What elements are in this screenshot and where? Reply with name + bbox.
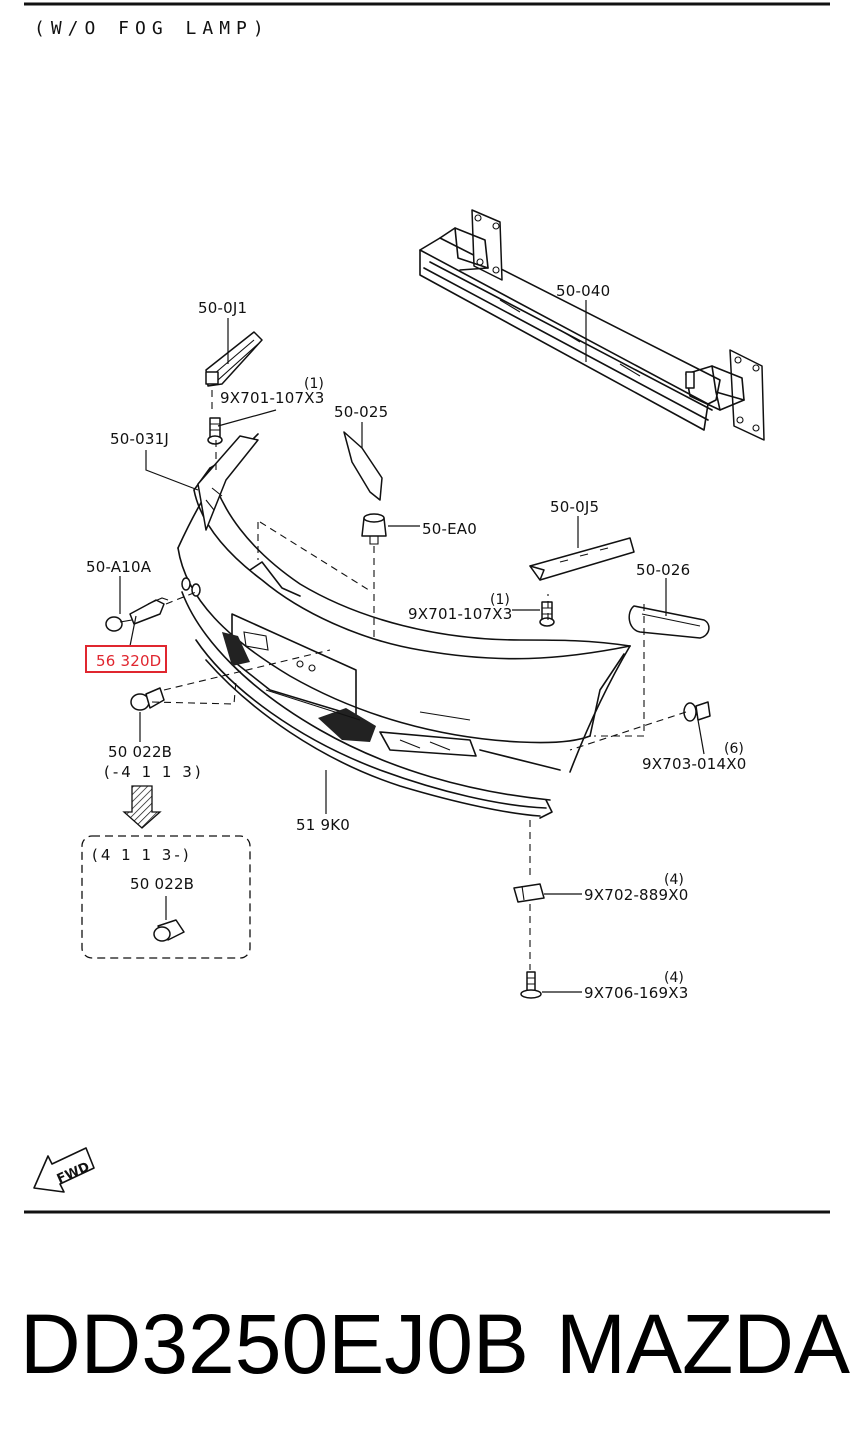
clip-50-A10A — [105, 597, 169, 632]
callout-50-0J5: 50-0J5 — [550, 498, 599, 516]
part-number: DD3250EJ0B — [20, 1297, 529, 1391]
variant-title: (W/O FOG LAMP) — [34, 18, 270, 39]
bumper-reinforcement — [419, 209, 765, 441]
grommet-50-EA0 — [361, 513, 387, 545]
clip-50-022B — [130, 687, 165, 711]
callout-50-026: 50-026 — [636, 561, 690, 579]
qty-9X703-014X0: (6) — [724, 741, 744, 757]
callout-50-022B: 50 022B — [108, 743, 172, 761]
callout-56-320D[interactable]: 56 320D — [96, 652, 161, 670]
bolt-9X701-upper — [207, 417, 223, 445]
qty-9X706-169X3: (4) — [664, 970, 684, 986]
brand-name: MAZDA — [556, 1297, 850, 1391]
callout-50-031J: 50-031J — [110, 430, 169, 448]
reflector-50-026 — [628, 605, 710, 639]
seal-50-025 — [343, 431, 383, 501]
footer: DD3250EJ0B MAZDA — [0, 1296, 864, 1406]
callout-9X706-169X3: 9X706-169X3 — [584, 984, 689, 1002]
callout-9X703-014X0: 9X703-014X0 — [642, 755, 747, 773]
qty-9X701-upper: (1) — [304, 376, 324, 392]
clip-9X703-014X0 — [683, 701, 711, 722]
inset-range: (4 1 1 3-) — [92, 846, 192, 864]
screw-9X706-169X3 — [520, 971, 542, 999]
inset-label: 50 022B — [130, 875, 194, 893]
qty-9X702-889X0: (4) — [664, 872, 684, 888]
callout-50-022B-range: (-4 1 1 3) — [104, 763, 204, 781]
callout-50-0J1: 50-0J1 — [198, 299, 247, 317]
bumper-fascia — [177, 433, 631, 819]
hatched-down-arrow-icon — [122, 785, 162, 829]
highlight-box — [85, 645, 167, 673]
callout-9X702-889X0: 9X702-889X0 — [584, 886, 689, 904]
callout-50-A10A: 50-A10A — [86, 558, 152, 576]
callout-50-040: 50-040 — [556, 282, 610, 300]
callout-50-025: 50-025 — [334, 403, 388, 421]
bracket-50-0J5 — [529, 537, 635, 581]
qty-9X701-middle: (1) — [490, 592, 510, 608]
nut-9X702-889X0 — [513, 883, 545, 903]
callout-51-9K0: 51 9K0 — [296, 816, 350, 834]
callout-9X701-middle: 9X701-107X3 — [408, 605, 513, 623]
fwd-arrow-icon: FWD — [33, 1147, 95, 1193]
bolt-9X701-middle — [539, 601, 555, 627]
callout-9X701-upper: 9X701-107X3 — [220, 389, 325, 407]
bracket-50-0J1 — [205, 331, 263, 387]
absorber-50-031J — [197, 435, 259, 531]
callout-50-EA0: 50-EA0 — [422, 520, 477, 538]
inset-box: (4 1 1 3-) 50 022B — [81, 835, 251, 959]
